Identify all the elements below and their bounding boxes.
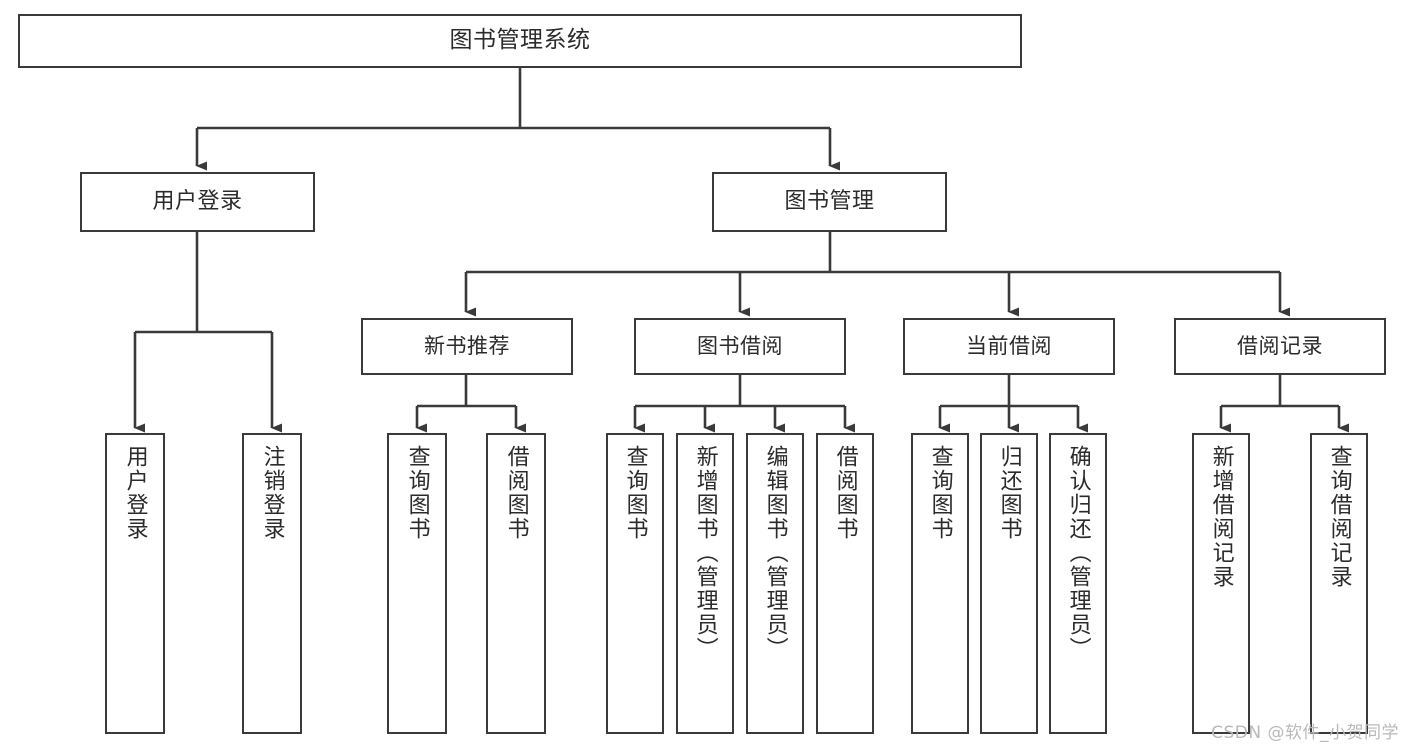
- node-leaf-label: 确认归还（管理员）: [1065, 445, 1091, 661]
- node-leaf-label: 新增图书（管理员）: [692, 445, 718, 661]
- node-leaf-user-login-logout[interactable]: 注销登录: [242, 433, 302, 734]
- node-leaf-borrow-borrow-book[interactable]: 借阅图书: [816, 433, 874, 734]
- watermark-text: CSDN @软件_小贺同学: [1211, 723, 1399, 743]
- node-leaf-label: 归还图书: [996, 445, 1022, 541]
- node-leaf-label: 编辑图书（管理员）: [762, 445, 788, 661]
- node-leaf-label: 查询借阅记录: [1326, 445, 1352, 589]
- node-leaf-label: 新增借阅记录: [1208, 445, 1234, 589]
- node-leaf-label: 查询图书: [404, 445, 430, 541]
- node-leaf-current-confirm-return-admin[interactable]: 确认归还（管理员）: [1049, 433, 1107, 734]
- node-leaf-current-return-book[interactable]: 归还图书: [980, 433, 1038, 734]
- node-leaf-label: 借阅图书: [832, 445, 858, 541]
- node-leaf-label: 注销登录: [259, 445, 285, 541]
- node-leaf-record-query-record[interactable]: 查询借阅记录: [1310, 433, 1368, 734]
- node-borrow-record-label: 借阅记录: [1237, 333, 1323, 358]
- node-root-label: 图书管理系统: [449, 27, 591, 54]
- node-borrow-record[interactable]: 借阅记录: [1174, 318, 1386, 375]
- node-leaf-user-login-login[interactable]: 用户登录: [105, 433, 165, 734]
- node-book-borrow-label: 图书借阅: [697, 333, 783, 358]
- node-leaf-record-add-record[interactable]: 新增借阅记录: [1192, 433, 1250, 734]
- node-new-book-recommend[interactable]: 新书推荐: [361, 318, 573, 375]
- node-leaf-label: 用户登录: [122, 445, 148, 541]
- node-leaf-label: 查询图书: [622, 445, 648, 541]
- node-book-management[interactable]: 图书管理: [712, 172, 947, 232]
- node-leaf-borrow-edit-book-admin[interactable]: 编辑图书（管理员）: [746, 433, 804, 734]
- node-user-login-label: 用户登录: [152, 188, 243, 214]
- node-root-book-management-system[interactable]: 图书管理系统: [18, 14, 1022, 68]
- node-leaf-current-query-book[interactable]: 查询图书: [911, 433, 969, 734]
- node-leaf-borrow-add-book-admin[interactable]: 新增图书（管理员）: [676, 433, 734, 734]
- node-user-login[interactable]: 用户登录: [80, 172, 315, 232]
- node-book-borrow[interactable]: 图书借阅: [634, 318, 846, 375]
- node-current-borrow-label: 当前借阅: [966, 333, 1052, 358]
- node-leaf-label: 借阅图书: [503, 445, 529, 541]
- node-book-management-label: 图书管理: [784, 188, 875, 214]
- node-leaf-borrow-query-book[interactable]: 查询图书: [606, 433, 664, 734]
- node-new-book-recommend-label: 新书推荐: [424, 333, 510, 358]
- node-current-borrow[interactable]: 当前借阅: [903, 318, 1115, 375]
- node-leaf-label: 查询图书: [927, 445, 953, 541]
- node-leaf-new-book-borrow[interactable]: 借阅图书: [486, 433, 546, 734]
- node-leaf-new-book-query[interactable]: 查询图书: [387, 433, 447, 734]
